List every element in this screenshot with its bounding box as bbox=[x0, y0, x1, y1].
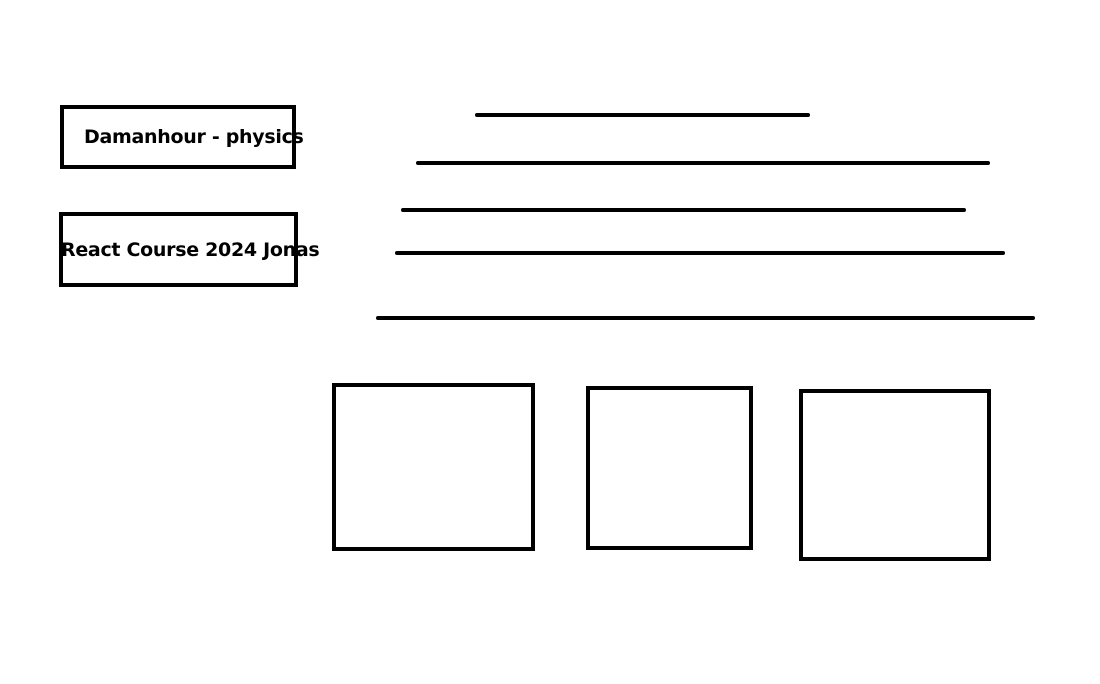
placeholder-box-3 bbox=[799, 389, 991, 561]
placeholder-box-1 bbox=[332, 383, 535, 551]
react-course-label: React Course 2024 Jonas bbox=[61, 238, 320, 261]
physics-label-box: Damanhour - physics bbox=[60, 105, 304, 169]
physics-label: Damanhour - physics bbox=[84, 126, 304, 148]
react-course-label-box: React Course 2024 Jonas bbox=[59, 212, 320, 287]
placeholder-box-2 bbox=[586, 386, 753, 550]
